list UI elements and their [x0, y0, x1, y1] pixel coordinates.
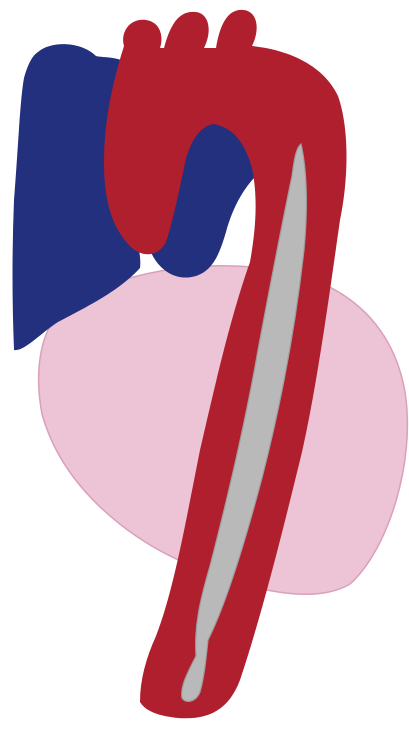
anatomy-illustration	[0, 0, 409, 729]
heart-aorta-diagram	[0, 0, 409, 729]
